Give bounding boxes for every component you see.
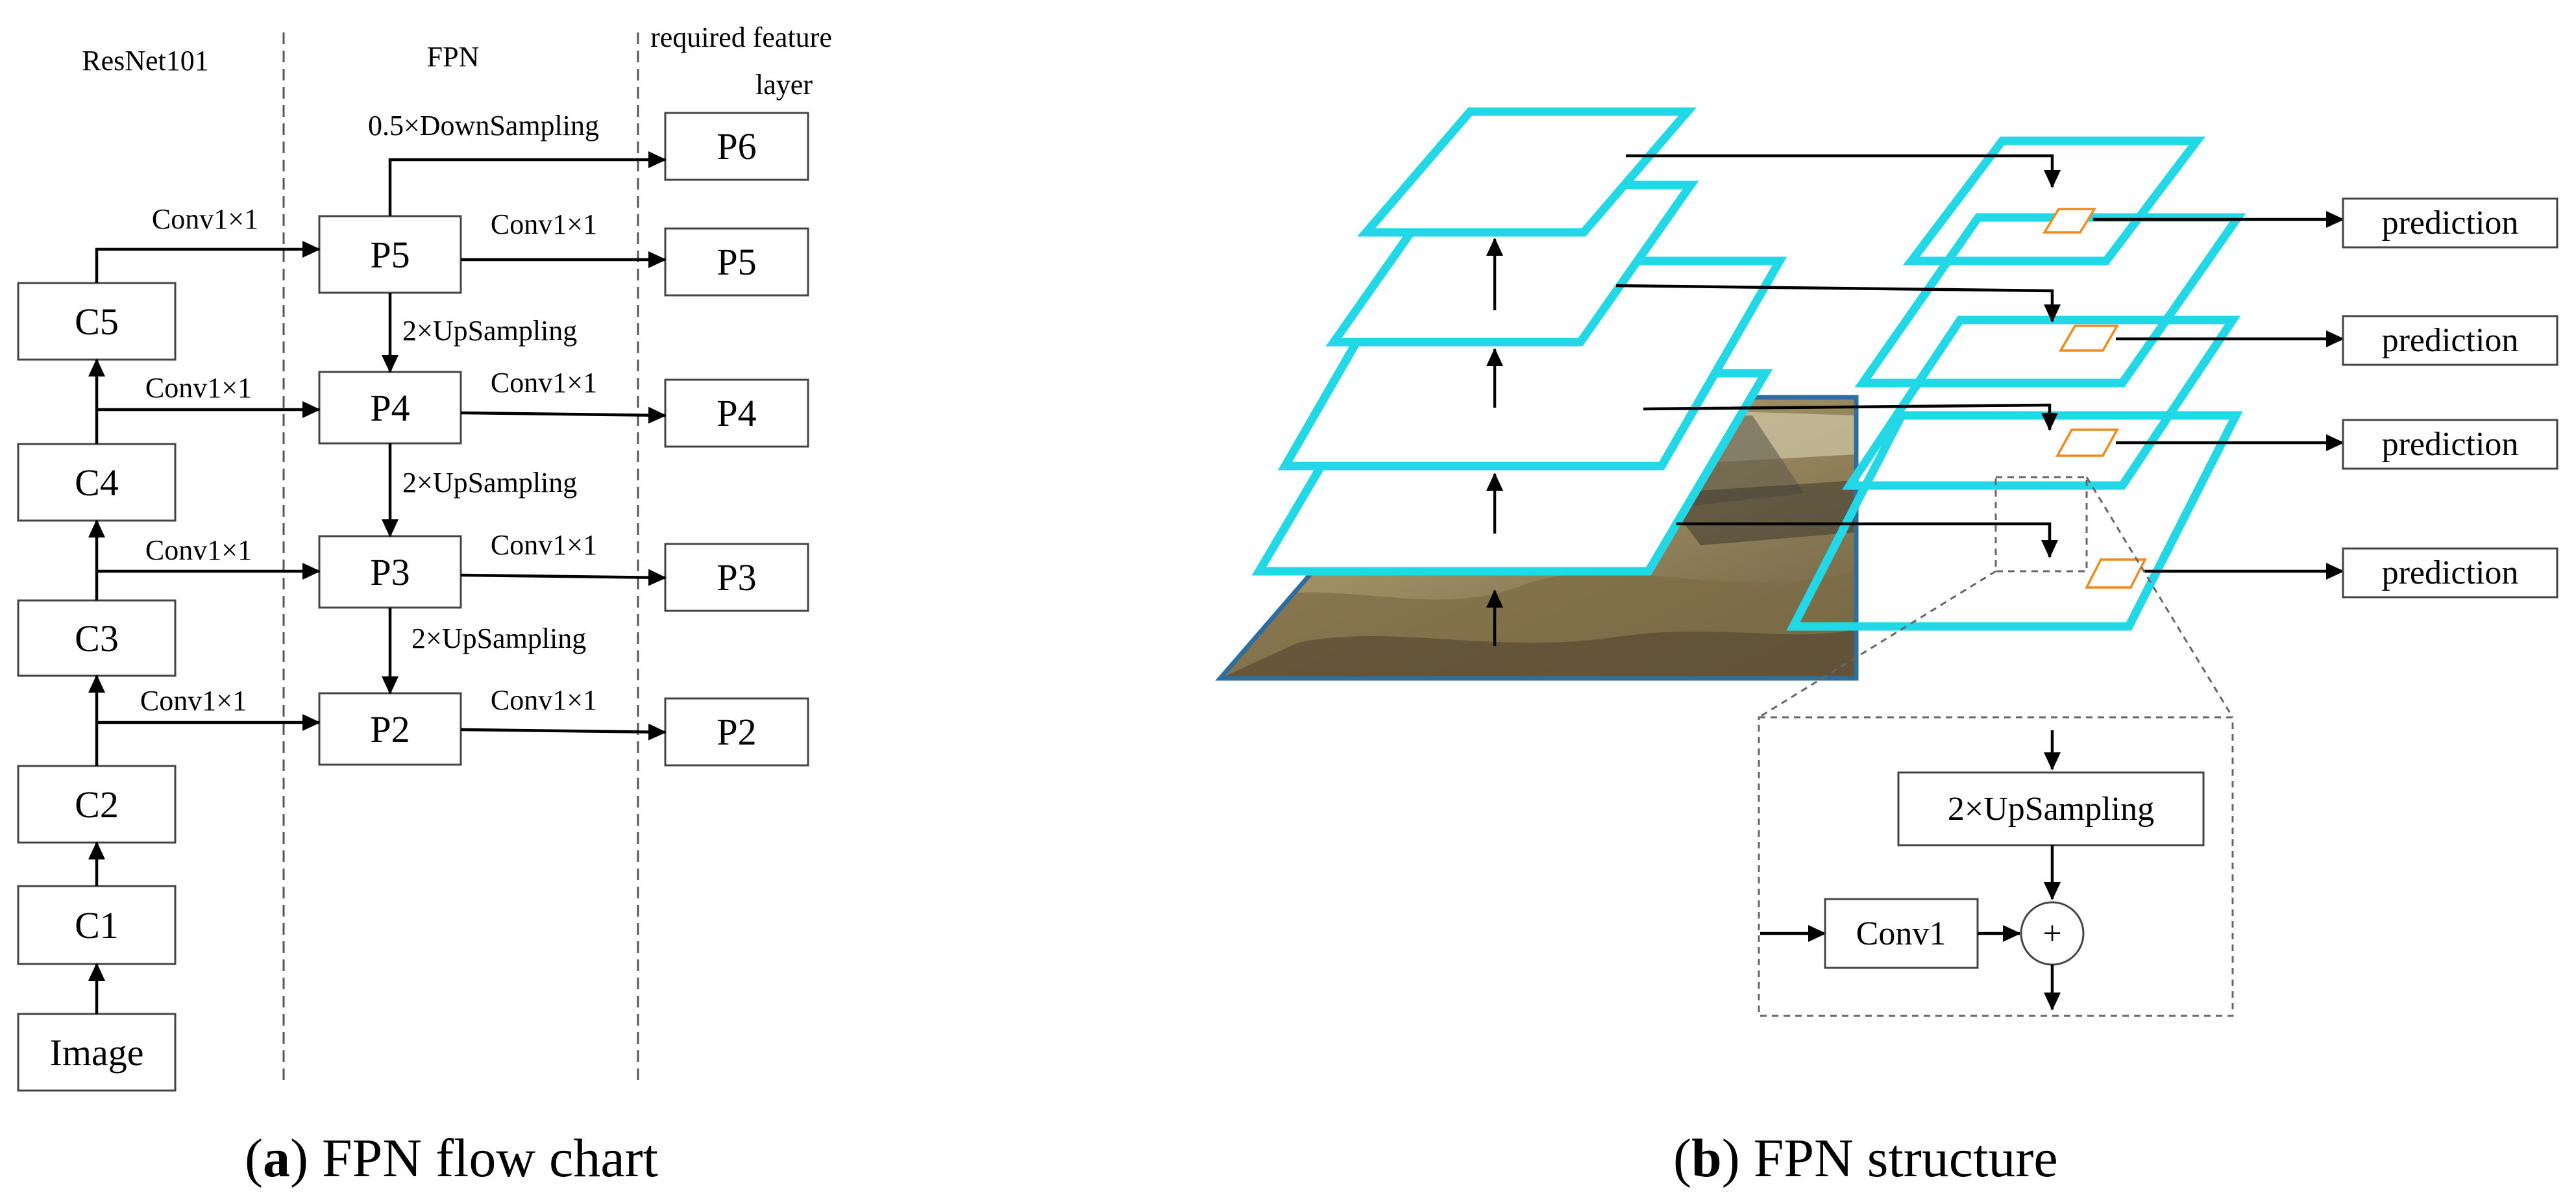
detail-plus-label: +: [2042, 915, 2061, 952]
arrow-p5-p6: [388, 151, 667, 216]
panel-a-flow-chart: ResNet101 FPN required feature layer Ima…: [17, 21, 832, 1189]
label-conv-p4: Conv1×1: [491, 367, 597, 399]
box-out-p6: P6: [664, 112, 809, 181]
lateral-level-1: [1676, 522, 2058, 558]
box-c1: C1: [17, 885, 177, 965]
box-p2-label: P2: [370, 708, 410, 750]
prediction-label-3: prediction: [2382, 426, 2519, 463]
box-image-label: Image: [50, 1031, 144, 1074]
pyramid-right-level-1: [1786, 411, 2243, 631]
box-out-p4-label: P4: [717, 392, 756, 434]
detail-upsampling-label: 2×UpSampling: [1948, 791, 2154, 828]
anchor-level-3: [2058, 325, 2120, 352]
box-out-p2: P2: [664, 697, 809, 767]
box-out-p6-label: P6: [717, 125, 756, 167]
prediction-label-1: prediction: [2382, 204, 2519, 241]
box-p3-label: P3: [370, 551, 410, 593]
detail-add-node: +: [2020, 901, 2085, 966]
prediction-box-3: prediction: [2342, 419, 2558, 470]
label-down: 0.5×DownSampling: [368, 110, 599, 142]
anchor-level-2: [2055, 428, 2119, 457]
box-out-p3: P3: [664, 543, 809, 612]
pyramid-right-level-2: [1841, 315, 2241, 490]
label-conv-c2: Conv1×1: [140, 685, 247, 717]
caption-a: (a) FPN flow chart: [245, 1128, 658, 1189]
label-conv-p5: Conv1×1: [491, 208, 597, 240]
label-conv-c5: Conv1×1: [152, 203, 258, 235]
box-p4-label: P4: [370, 387, 410, 429]
header-fpn: FPN: [427, 41, 480, 73]
anchor-level-4: [2042, 208, 2097, 234]
pyramid-right-level-4: [1902, 136, 2206, 265]
arrow-p3-out: [460, 569, 667, 586]
box-out-p2-label: P2: [717, 711, 756, 753]
pyramid-left-level-4: [1356, 107, 1697, 237]
box-p5: P5: [318, 215, 462, 294]
arrow-c5-p5: [95, 241, 321, 283]
box-c5: C5: [17, 282, 177, 361]
box-c3-label: C3: [75, 617, 119, 660]
detail-conv1-label: Conv1: [1856, 915, 1946, 952]
anchor-level-1: [2085, 558, 2147, 589]
box-image: Image: [17, 1013, 177, 1092]
box-c2-label: C2: [75, 784, 119, 826]
zoom-detail-box: [1758, 716, 2234, 1017]
box-c4: C4: [17, 443, 177, 522]
label-conv-c4: Conv1×1: [145, 372, 252, 404]
label-up-p3-p2: 2×UpSampling: [411, 623, 586, 654]
prediction-box-2: prediction: [2342, 315, 2558, 366]
lateral-level-4: [1626, 154, 2061, 188]
prediction-box-4: prediction: [2342, 547, 2558, 598]
detail-upsampling-box: 2×UpSampling: [1897, 771, 2205, 846]
box-out-p3-label: P3: [717, 556, 756, 598]
box-c2: C2: [17, 765, 177, 844]
detail-conv1-box: Conv1: [1824, 898, 1979, 969]
box-c4-label: C4: [75, 462, 119, 504]
label-conv-c3: Conv1×1: [145, 534, 252, 566]
box-p5-label: P5: [370, 234, 410, 276]
box-p4: P4: [318, 371, 462, 445]
box-out-p5-label: P5: [717, 241, 756, 283]
panel-b-fpn-structure: prediction prediction prediction predict…: [1215, 107, 2558, 1189]
caption-b: (b) FPN structure: [1673, 1128, 2058, 1189]
box-c1-label: C1: [75, 904, 119, 946]
zoom-line-right: [2085, 476, 2234, 718]
prediction-label-4: prediction: [2382, 554, 2519, 591]
arrow-p4-out: [460, 406, 667, 424]
header-resnet101: ResNet101: [82, 45, 209, 77]
box-out-p4: P4: [664, 378, 809, 448]
label-up-p5-p4: 2×UpSampling: [402, 315, 577, 347]
arrow-p2-out: [460, 723, 667, 741]
lateral-level-3: [1615, 284, 2061, 323]
lateral-level-2: [1643, 403, 2058, 431]
box-c3: C3: [17, 599, 177, 677]
header-required-line2: layer: [755, 69, 813, 101]
box-out-p5: P5: [664, 227, 809, 297]
box-c5-label: C5: [75, 301, 119, 343]
prediction-label-2: prediction: [2382, 322, 2519, 359]
box-p2: P2: [318, 692, 462, 766]
label-conv-p3: Conv1×1: [491, 529, 597, 561]
pyramid-right-level-3: [1854, 213, 2246, 388]
label-conv-p2: Conv1×1: [491, 684, 597, 716]
label-up-p4-p3: 2×UpSampling: [402, 467, 577, 499]
header-required-line1: required feature: [650, 21, 832, 53]
prediction-box-1: prediction: [2342, 197, 2558, 249]
box-p3: P3: [318, 535, 462, 609]
